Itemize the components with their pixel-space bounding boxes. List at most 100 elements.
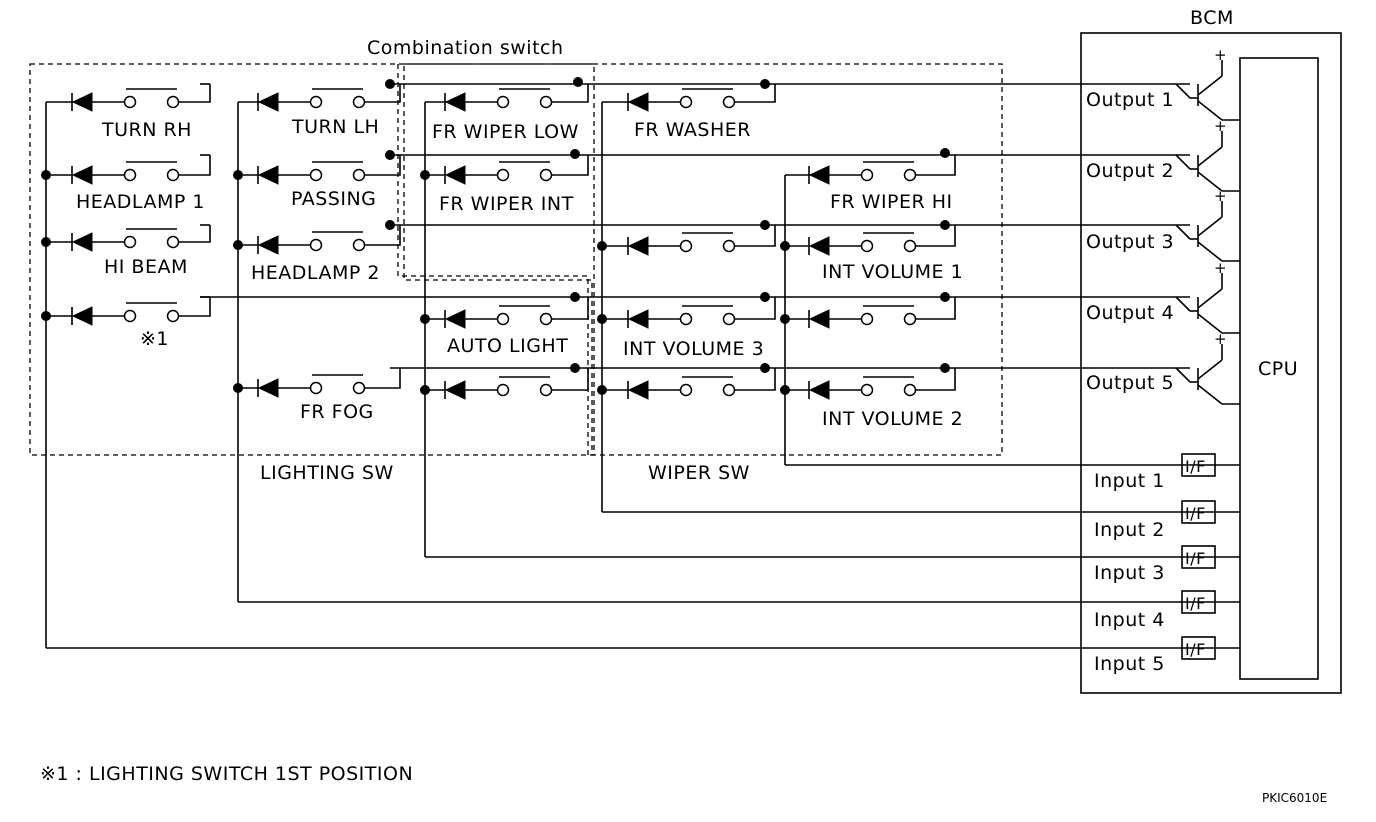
output-1-label: Output 1: [1086, 89, 1174, 111]
contact-icon: [352, 95, 366, 109]
contact-icon: [679, 383, 693, 397]
contact-icon: [496, 168, 510, 182]
contact-icon: [123, 168, 137, 182]
contact-icon: [539, 383, 553, 397]
diode-icon: [627, 309, 649, 329]
contact-icon: [496, 312, 510, 326]
junction-dot: [760, 363, 770, 373]
turn-rh-switch: [71, 83, 211, 112]
fr-washer-label: FR WASHER: [634, 119, 751, 141]
wire: [915, 155, 956, 176]
collector: [1197, 359, 1223, 380]
contact-icon: [539, 95, 553, 109]
contact-icon: [496, 95, 510, 109]
emitter: [1197, 313, 1223, 334]
junction-dot: [233, 240, 243, 250]
output-transistor-icon: +: [1175, 330, 1240, 405]
plus-sign: +: [1214, 259, 1227, 277]
if-rect: [1181, 453, 1216, 477]
bcm-input-interfaces: I/FI/FI/FI/FI/F: [1181, 453, 1216, 660]
diode-icon: [444, 92, 466, 112]
passing-switch: [257, 155, 401, 185]
output-2-label: Output 2: [1086, 160, 1174, 182]
input-1-label: Input 1: [1094, 470, 1165, 492]
contact-icon: [679, 312, 693, 326]
if-label: I/F: [1185, 640, 1206, 659]
fr-wiper-low-label: FR WIPER LOW: [432, 121, 579, 143]
junction-dot: [233, 170, 243, 180]
note-mark-label: ※1: [140, 328, 169, 350]
int-volume-3-a-switch: [627, 225, 776, 256]
contact-icon: [309, 95, 323, 109]
output-3-label: Output 3: [1086, 231, 1174, 253]
diode-icon: [808, 165, 830, 185]
if-rect: [1181, 545, 1216, 569]
text-labels: Combination switch BCM CPU LIGHTING SW W…: [40, 7, 1327, 805]
wire: [178, 297, 211, 317]
lighting-switch-enclosure: [29, 63, 595, 456]
contact-icon: [860, 383, 874, 397]
diode-icon: [808, 309, 830, 329]
base-wire: [1175, 83, 1191, 99]
wire: [178, 155, 211, 176]
input-2-label: Input 2: [1094, 519, 1165, 541]
wire: [364, 84, 401, 103]
contact-icon: [352, 381, 366, 395]
emitter: [1197, 100, 1223, 121]
headlamp-2-label: HEADLAMP 2: [251, 262, 380, 284]
contact-icon: [860, 312, 874, 326]
diode-icon: [808, 380, 830, 400]
wire: [734, 84, 776, 103]
int-volume-2-label: INT VOLUME 2: [822, 408, 963, 430]
if-box: I/F: [1181, 500, 1216, 524]
fr-wiper-hi-switch: [808, 155, 956, 185]
int-volume-2-switch: [808, 368, 956, 400]
fr-fog-switch: [257, 368, 401, 398]
junction-dot: [420, 170, 430, 180]
junction-dot: [780, 241, 790, 251]
contact-icon: [539, 168, 553, 182]
diode-icon: [627, 380, 649, 400]
if-box: I/F: [1181, 453, 1216, 477]
contact-icon: [123, 95, 137, 109]
output-transistor-icon: +: [1175, 259, 1240, 334]
if-label: I/F: [1185, 504, 1206, 523]
wire: [551, 84, 589, 103]
contact-icon: [123, 235, 137, 249]
passing-label: PASSING: [291, 188, 376, 210]
wire: [551, 155, 589, 176]
diode-icon: [257, 92, 279, 112]
contact-icon: [352, 168, 366, 182]
if-box: I/F: [1181, 545, 1216, 569]
collector: [1197, 288, 1223, 309]
input-5-label: Input 5: [1094, 653, 1165, 675]
junction-dot: [573, 77, 583, 87]
diode-icon: [71, 92, 93, 112]
diode-icon: [444, 309, 466, 329]
contact-icon: [166, 95, 180, 109]
diode-icon: [257, 165, 279, 185]
contact-icon: [309, 238, 323, 252]
contact-icon: [722, 95, 736, 109]
contact-icon: [166, 168, 180, 182]
bcm-box: [1080, 32, 1342, 694]
contact-icon: [352, 238, 366, 252]
wire: [364, 225, 401, 246]
base-wire: [1175, 154, 1191, 170]
figure-code: PKIC6010E: [1262, 791, 1327, 805]
input-4-label: Input 4: [1094, 609, 1165, 631]
wire: [178, 225, 211, 243]
cpu-label: CPU: [1258, 358, 1298, 380]
note-1-switch: [71, 296, 211, 326]
headlamp-1-switch: [71, 154, 211, 185]
output-transistor-icon: +: [1175, 187, 1240, 262]
junction-dot: [570, 292, 580, 302]
junction-dot: [385, 220, 395, 230]
headlamp-1-label: HEADLAMP 1: [76, 191, 205, 213]
base-wire: [1175, 367, 1191, 383]
junction-dot: [940, 220, 950, 230]
bcm-label: BCM: [1190, 7, 1234, 29]
plus-sign: +: [1214, 46, 1227, 64]
footnote-text: ※1 : LIGHTING SWITCH 1ST POSITION: [40, 763, 413, 785]
